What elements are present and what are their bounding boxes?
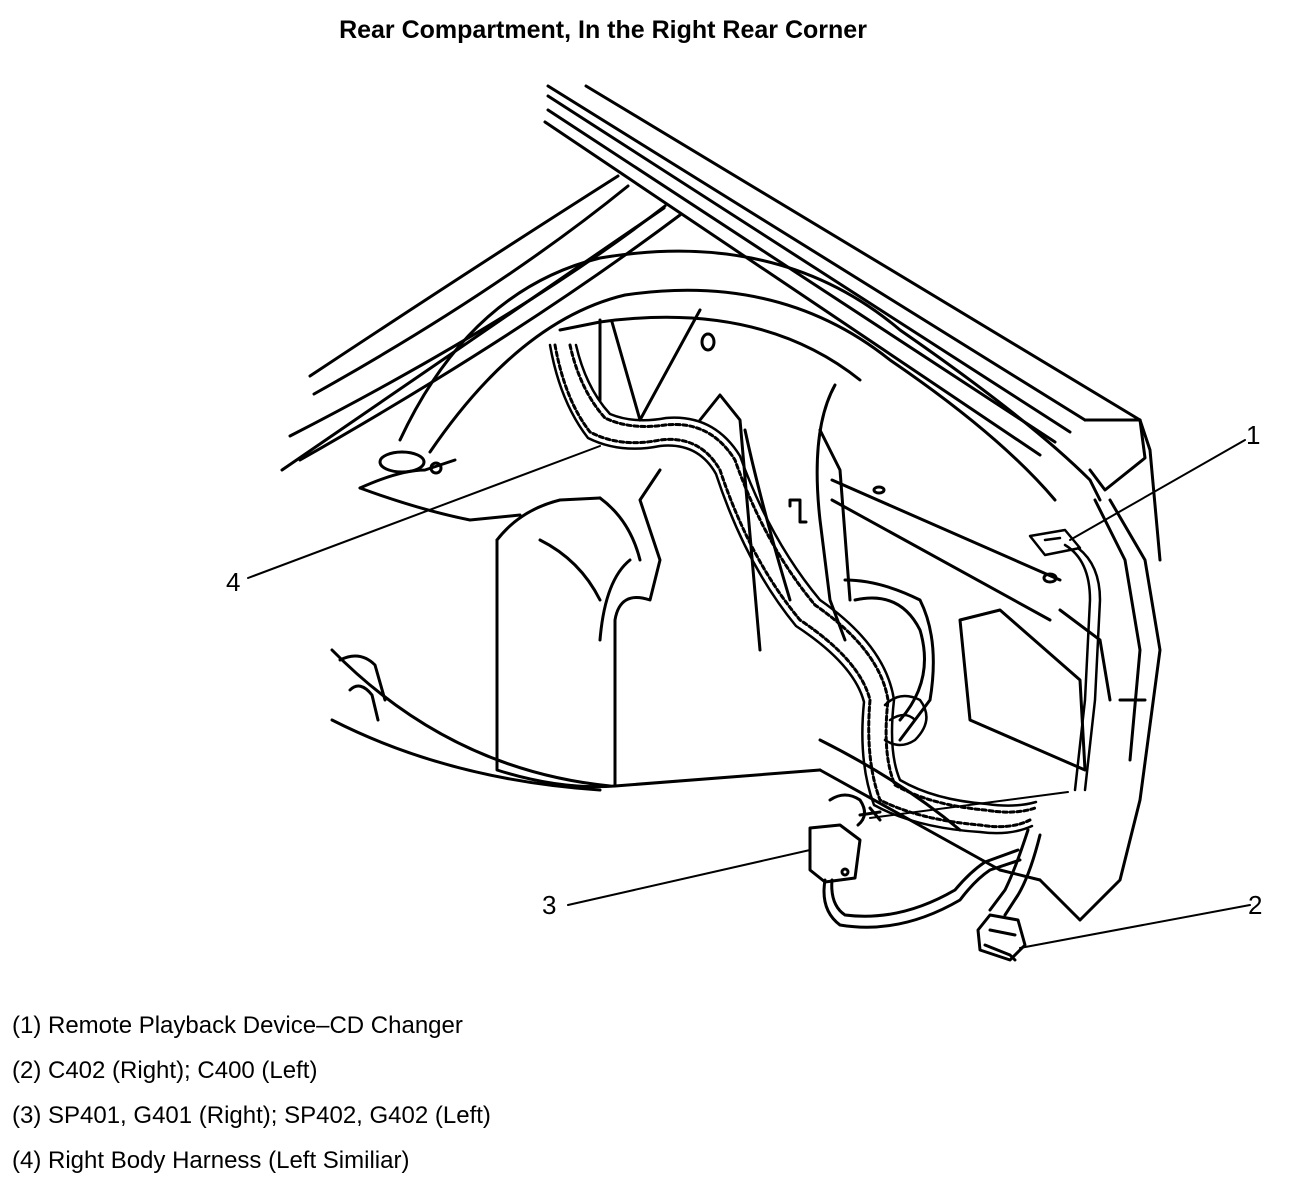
legend-item-2: (2) C402 (Right); C400 (Left) (12, 1057, 318, 1084)
wheelhouse-panel (495, 308, 822, 789)
right-quarter-panel (788, 383, 1162, 922)
legend-item-3: (3) SP401, G401 (Right); SP402, G402 (Le… (12, 1102, 491, 1129)
package-shelf-lines (280, 174, 682, 472)
callout-1: 1 (1246, 420, 1261, 450)
legend-item-4: (4) Right Body Harness (Left Similiar) (12, 1147, 410, 1174)
trunk-gutter (398, 249, 1102, 502)
cd-changer-lead (1028, 528, 1102, 792)
rear-compartment-illustration (247, 84, 1251, 962)
callout-2: 2 (1248, 890, 1263, 920)
callout-leaders (247, 439, 1251, 949)
diagram-title: Rear Compartment, In the Right Rear Corn… (339, 16, 867, 44)
ground-splice-assembly (808, 793, 1022, 929)
callout-3: 3 (542, 890, 557, 920)
body-harness-conduit-outline (548, 343, 1038, 835)
callout-4: 4 (226, 567, 241, 597)
harness-branch-loop (883, 694, 928, 747)
body-harness-conduit (553, 343, 1037, 829)
upper-frame-rails (543, 84, 1147, 492)
legend: (1) Remote Playback Device–CD Changer (2… (12, 1008, 491, 1188)
connector-c402 (976, 828, 1042, 962)
trunk-floor-left (330, 450, 612, 792)
legend-item-1: (1) Remote Playback Device–CD Changer (12, 1012, 463, 1039)
